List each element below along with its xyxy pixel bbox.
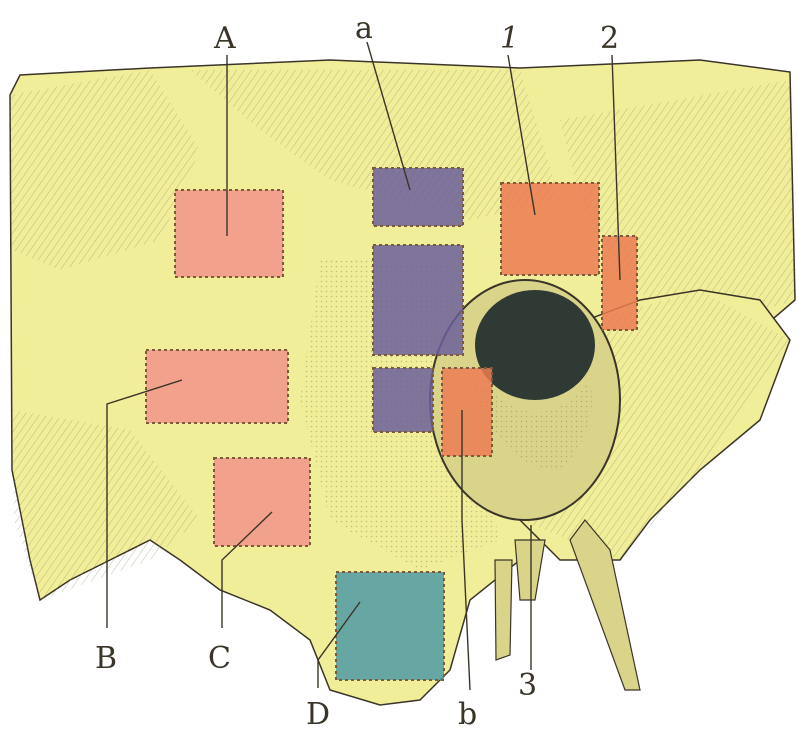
zone-A (175, 190, 283, 277)
label-3: 3 (518, 668, 537, 703)
fossa-opening (475, 290, 595, 400)
label-A: A (213, 21, 236, 56)
label-1: 1 (500, 21, 519, 56)
zone-1 (501, 183, 599, 275)
zone-B (146, 350, 288, 423)
label-C: C (208, 641, 231, 676)
label-D: D (306, 697, 330, 732)
label-a: a (355, 11, 373, 46)
spine-mid (515, 540, 545, 600)
zone-D (336, 572, 444, 680)
zone-a-top (373, 168, 463, 226)
label-2: 2 (600, 21, 619, 56)
zone-a-lower (373, 368, 433, 432)
zone-b (442, 368, 492, 456)
label-B: B (95, 641, 117, 676)
zone-a-middle (373, 245, 463, 355)
label-b: b (458, 697, 477, 732)
zone-C (214, 458, 310, 546)
spine-left (495, 560, 512, 660)
